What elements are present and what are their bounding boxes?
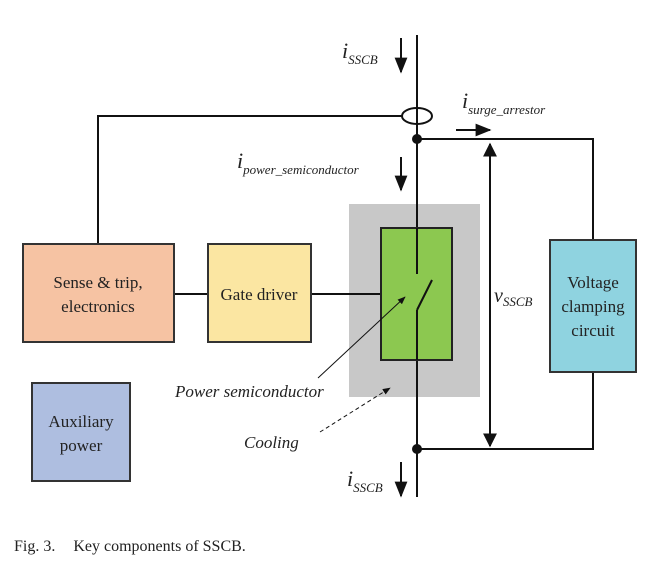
power-semiconductor-callout-label: Power semiconductor [174, 382, 324, 401]
sense-trip-label-line1: Sense & trip, [53, 273, 142, 292]
auxiliary-power-block [31, 382, 131, 482]
auxiliary-power-label-line1: Auxiliary [48, 412, 114, 431]
voltage-clamping-label-line1: Voltage [567, 273, 619, 292]
gate-driver-block [207, 243, 312, 343]
cooling-callout-label: Cooling [244, 433, 299, 452]
power-semi-callout-line [317, 296, 406, 379]
voltage-clamping-block [549, 239, 637, 373]
sense-trip-block [22, 243, 175, 343]
auxiliary-power-label-line2: power [60, 436, 103, 455]
clamp-bottom-wire [417, 372, 594, 450]
i-power-semiconductor-label: ipower_semiconductor [237, 148, 360, 177]
figure-caption: Fig. 3. Key components of SSCB. [14, 538, 246, 555]
clamp-top-wire [417, 138, 594, 240]
i-sscb-top-label: iSSCB [342, 38, 378, 67]
i-sscb-bottom-label: iSSCB [347, 466, 383, 495]
voltage-clamping-label-line3: circuit [571, 321, 615, 340]
gate-driver-label: Gate driver [221, 285, 298, 304]
sense-trip-label-line2: electronics [61, 297, 135, 316]
i-surge-arrestor-label: isurge_arrestor [462, 88, 546, 117]
sense-wire [97, 115, 402, 244]
figure-caption-text: Key components of SSCB. [73, 538, 245, 555]
voltage-clamping-label-line2: clamping [561, 297, 625, 316]
figure-number: Fig. 3. [14, 538, 55, 555]
switch-blade [416, 279, 433, 311]
v-sscb-label: vSSCB [494, 285, 533, 309]
